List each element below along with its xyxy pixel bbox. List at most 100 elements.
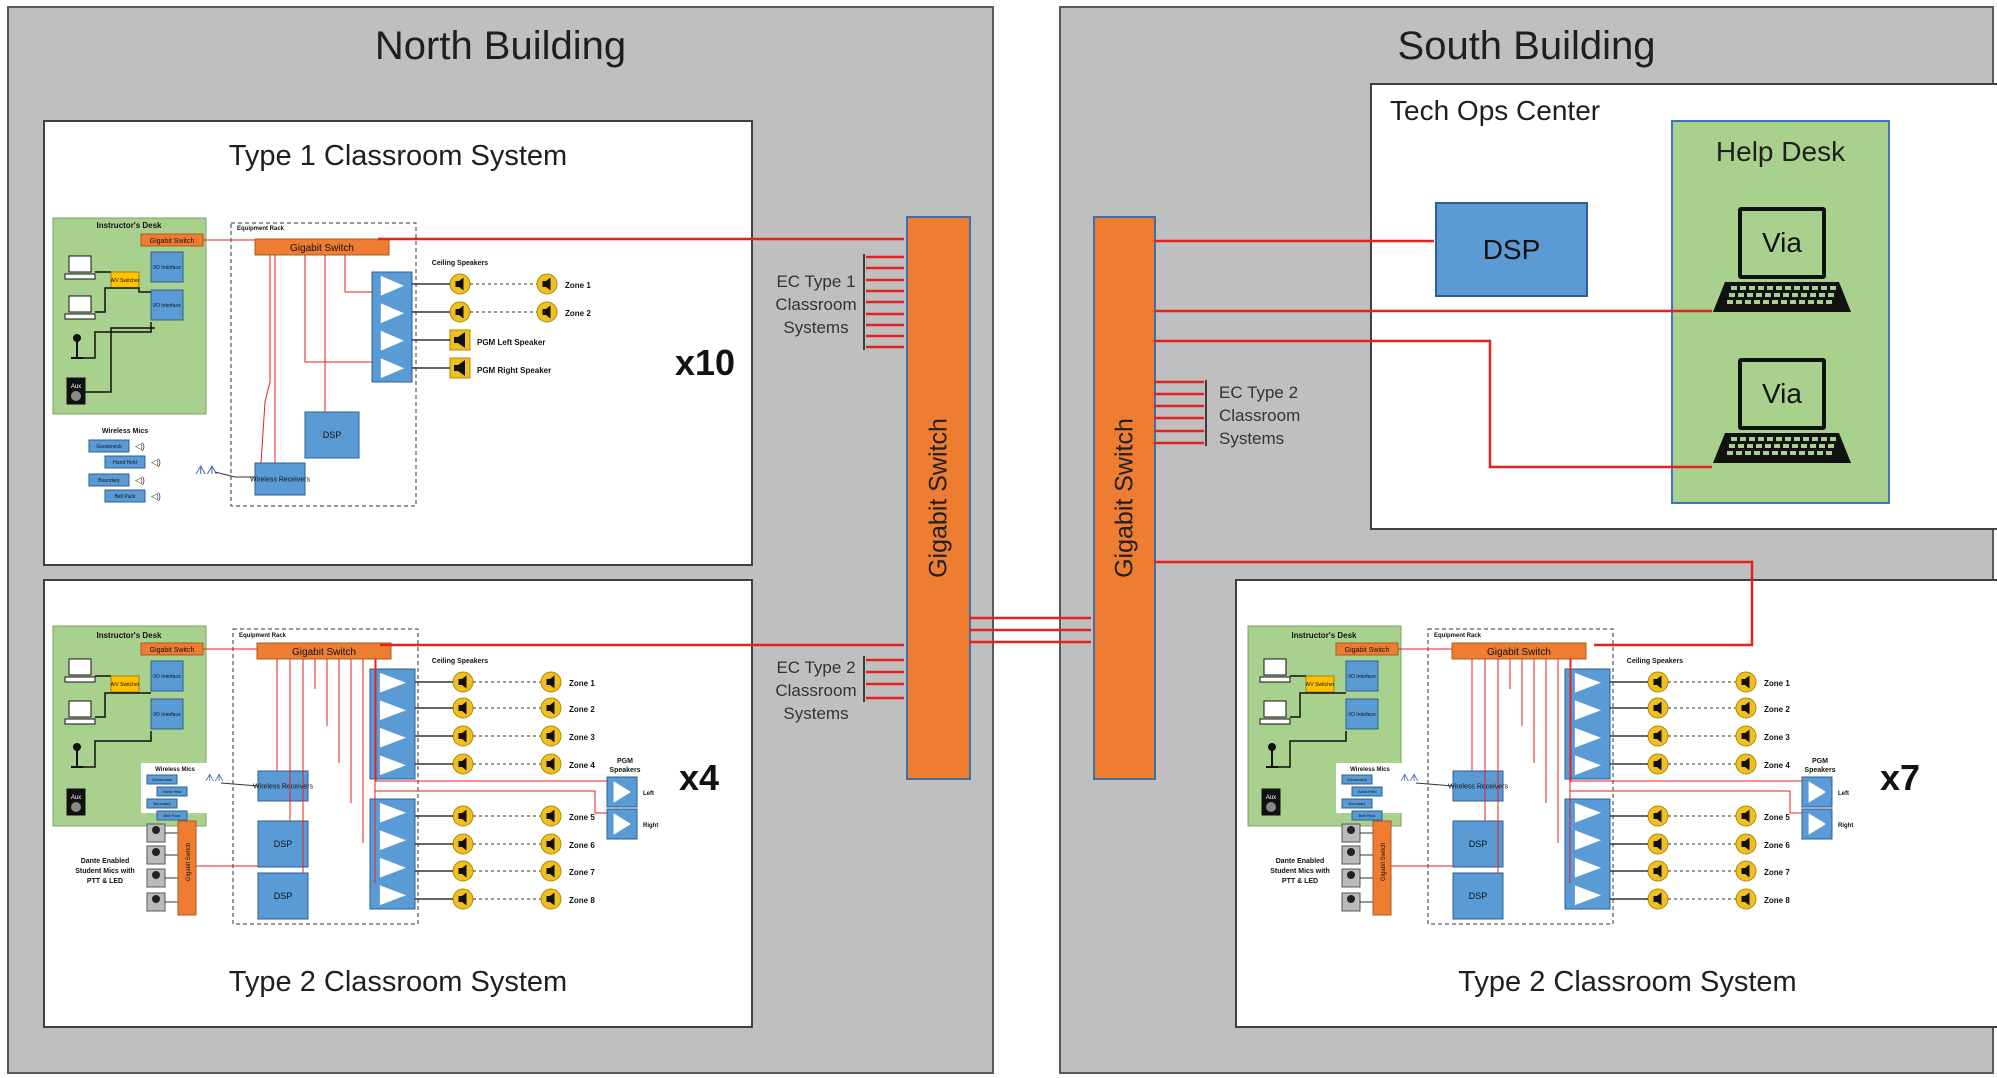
student-mic-icon xyxy=(152,895,160,903)
via-laptop-key xyxy=(1810,444,1816,448)
via-laptop-key xyxy=(1740,437,1746,441)
rack-dsp-1 xyxy=(257,820,309,868)
rack-dsp-2-label: DSP xyxy=(274,891,293,901)
via-laptop-key xyxy=(1817,300,1823,304)
via-laptop-key xyxy=(1790,451,1796,455)
laptop-icon-2-base xyxy=(1259,718,1291,725)
wireless-mic-2 xyxy=(104,455,146,469)
io-interface-1 xyxy=(1345,660,1379,692)
amplifier-channel xyxy=(380,330,404,351)
via-laptop-key xyxy=(1830,437,1836,441)
ceiling-speaker-zone-8-cone xyxy=(458,892,467,906)
io-interface-2-label: I/O Interface xyxy=(153,712,181,718)
wireless-mic-4 xyxy=(156,810,188,821)
pgm-speakers-label: PGM xyxy=(617,758,633,765)
via-laptop-key xyxy=(1819,293,1825,297)
via-laptop-key xyxy=(1812,437,1818,441)
south-gigabit-switch: Gigabit Switch xyxy=(1093,216,1156,780)
via-laptop-key xyxy=(1727,451,1733,455)
red-wire xyxy=(260,255,271,464)
wireless-receivers-label: Wireless Receivers xyxy=(253,783,313,790)
microphone-icon-head xyxy=(1268,743,1276,751)
red-wire xyxy=(375,790,607,814)
io-interface-2-label: I/O Interface xyxy=(153,303,181,309)
instructor-desk-label: Instructor's Desk xyxy=(96,631,162,640)
south-building: South Building Tech Ops Center DSP Help … xyxy=(1059,6,1997,1074)
wireless-mic-2-label: Hand Held xyxy=(113,460,137,466)
tech-ops-center-panel: Tech Ops Center DSP Help Desk Via Via xyxy=(1370,83,1997,530)
antenna-wire xyxy=(220,782,259,787)
via-laptop-2-screen: Via xyxy=(1738,358,1826,430)
wireless-mic-2 xyxy=(1351,786,1383,797)
via-laptop-key xyxy=(1792,444,1798,448)
ec-type2-label-south: EC Type 2 Classroom Systems xyxy=(1219,383,1301,448)
pgm-left-speaker-channel xyxy=(1808,781,1826,803)
ceiling-speaker-zone-5-b-cone xyxy=(546,809,555,823)
zone-label-4: Zone 4 xyxy=(569,761,595,770)
desk-gigabit-switch-label: Gigabit Switch xyxy=(150,647,195,654)
ceiling-speaker-zone-2-b-cone xyxy=(542,305,551,319)
wireless-receivers xyxy=(1452,770,1504,802)
student-mics-label-3: PTT & LED xyxy=(1282,878,1318,885)
via-laptop-key xyxy=(1783,444,1789,448)
ceiling-speaker-zone-8-cone xyxy=(1653,892,1662,906)
zone-label-5: Zone 5 xyxy=(1764,813,1790,822)
via-laptop-key xyxy=(1817,451,1823,455)
rack-dsp-2-label: DSP xyxy=(1469,891,1488,901)
via-laptop-key xyxy=(1729,444,1735,448)
rack-gigabit-switch-label: Gigabit Switch xyxy=(290,243,354,254)
via-laptop-key xyxy=(1828,293,1834,297)
student-mic-icon xyxy=(152,848,160,856)
pgm-left-speaker-channel xyxy=(613,781,631,803)
red-wire xyxy=(1570,790,1802,814)
ceiling-speaker-zone-2-cone xyxy=(455,305,464,319)
via-laptop-key xyxy=(1745,451,1751,455)
student-mics-label-3: PTT & LED xyxy=(87,878,123,885)
aux-input-icon-knob xyxy=(1266,802,1276,812)
ceiling-speaker-zone-2-cone xyxy=(458,701,467,715)
via-laptop-key xyxy=(1799,300,1805,304)
amplifier-1-channel xyxy=(1574,755,1601,776)
via-laptop-key xyxy=(1821,286,1827,290)
amplifier-channel xyxy=(380,358,404,379)
via-laptop-key xyxy=(1772,451,1778,455)
ceiling-speaker-zone-1-b-cone xyxy=(542,277,551,291)
ceiling-speaker-zone-8-b-cone xyxy=(546,892,555,906)
amplifier-1-channel xyxy=(379,727,406,748)
rack-dsp-2 xyxy=(257,872,309,920)
via-laptop-key xyxy=(1803,286,1809,290)
wireless-receivers-label: Wireless Receivers xyxy=(1448,783,1508,790)
via-laptop-key xyxy=(1765,293,1771,297)
microphone-icon-head xyxy=(73,743,81,751)
via-laptop-key xyxy=(1801,293,1807,297)
via-laptop-key xyxy=(1747,293,1753,297)
via-laptop-key xyxy=(1727,300,1733,304)
amplifier-1-channel xyxy=(1574,672,1601,693)
aux-input-icon-label: Aux xyxy=(1266,795,1276,801)
wireless-mic-1-label: Gooseneck xyxy=(96,444,122,450)
io-interface-1-label: I/O Interface xyxy=(153,265,181,271)
pgm-right-label: Right xyxy=(1838,823,1853,829)
via-laptop-key xyxy=(1756,444,1762,448)
via-laptop-key xyxy=(1736,451,1742,455)
via-laptop-key xyxy=(1738,293,1744,297)
tech-ops-title: Tech Ops Center xyxy=(1390,95,1601,126)
amplifier-1-channel xyxy=(1574,700,1601,721)
via-laptop-key xyxy=(1747,444,1753,448)
desk-gigabit-switch-label: Gigabit Switch xyxy=(150,238,195,245)
via-laptop-key xyxy=(1785,286,1791,290)
ceiling-speaker-zone-1-b-cone xyxy=(1741,675,1750,689)
via-laptop-key xyxy=(1776,437,1782,441)
zone-label-2: Zone 2 xyxy=(569,705,595,714)
ceiling-speaker-zone-4-cone xyxy=(1653,757,1662,771)
student-gigabit-switch xyxy=(1372,820,1392,916)
ceiling-speaker-zone-7-b-cone xyxy=(546,864,555,878)
rack-dsp-label: DSP xyxy=(323,430,342,440)
pgm-left-label: Left xyxy=(1838,791,1849,797)
instructor-desk-label: Instructor's Desk xyxy=(96,221,162,230)
io-interface-1 xyxy=(150,251,184,283)
laptop-icon-2-base xyxy=(64,313,96,320)
via-laptop-key xyxy=(1794,286,1800,290)
wireless-mic-1 xyxy=(88,439,130,453)
via-laptop-key xyxy=(1821,437,1827,441)
